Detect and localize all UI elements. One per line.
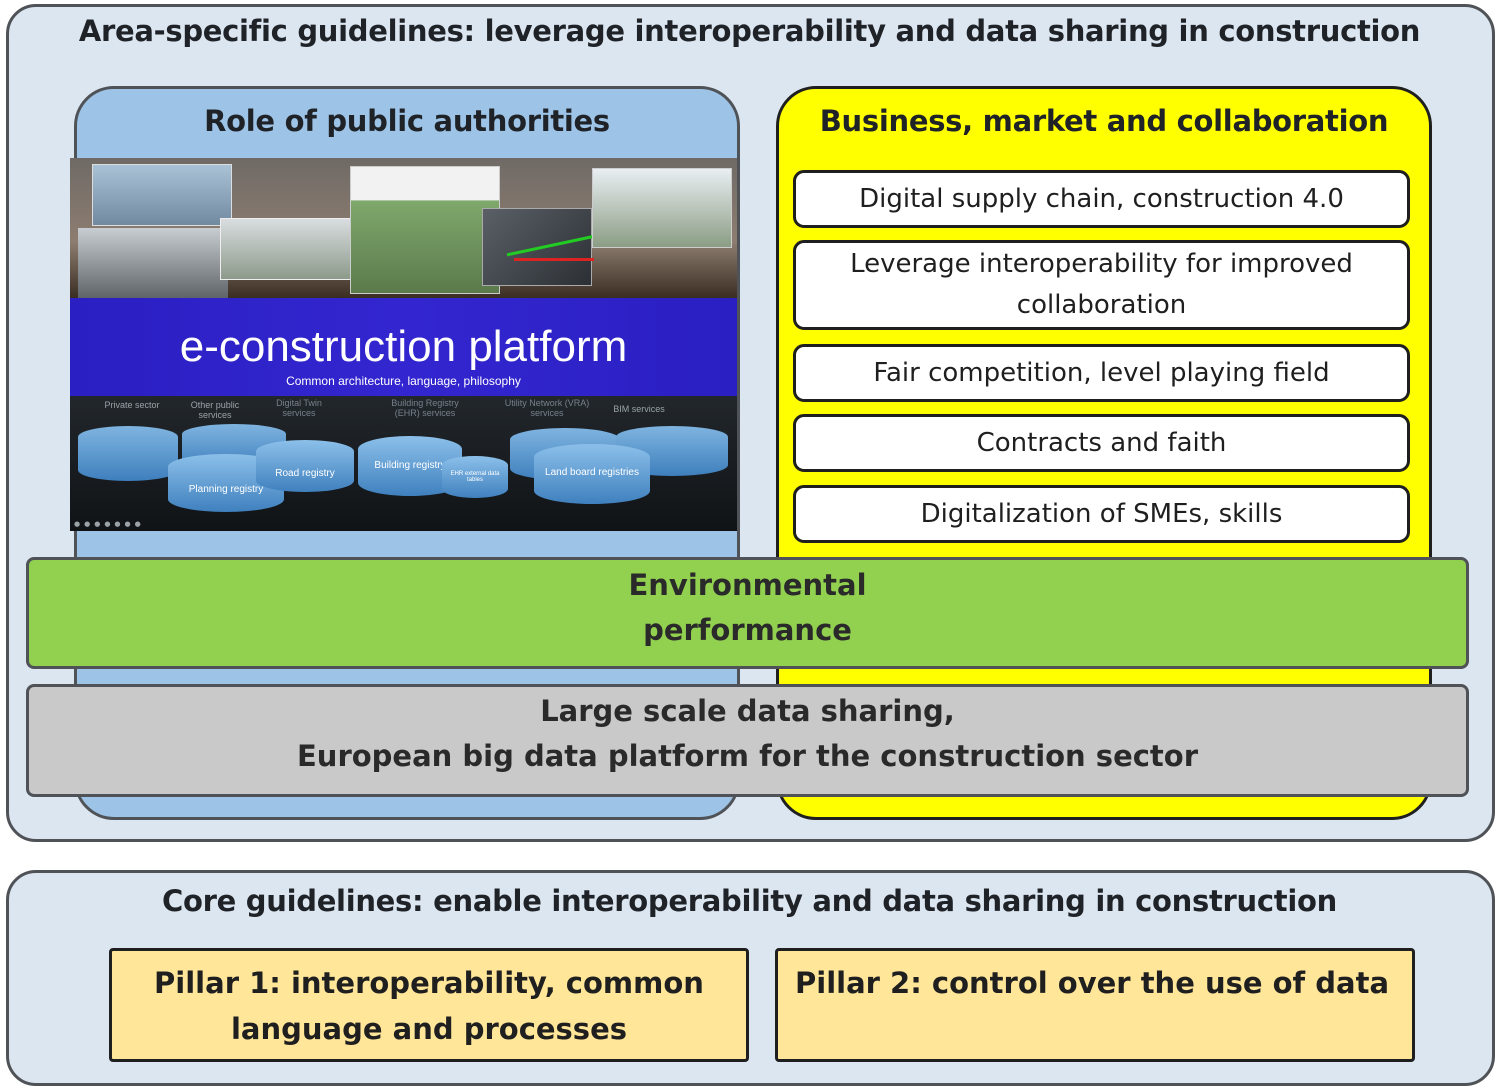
map-app-screenshot	[350, 166, 500, 294]
business-item-fair-competition: Fair competition, level playing field	[793, 344, 1410, 402]
platform-subtitle: Common architecture, language, philosoph…	[286, 374, 521, 388]
registry-cylinder-ehr	[442, 456, 508, 498]
utility-line-red	[514, 258, 594, 261]
registry-label: Planning registry	[188, 484, 264, 495]
service-label: Building Registry (EHR) services	[391, 398, 459, 418]
environmental-line-1: Environmental	[628, 568, 867, 602]
business-item-digital-supply-chain: Digital supply chain, construction 4.0	[793, 170, 1410, 228]
service-label: Digital Twin services	[276, 398, 322, 418]
environmental-performance-bar	[26, 557, 1469, 669]
registry-cylinder-road	[256, 440, 354, 492]
registry-label: Road registry	[275, 468, 335, 479]
registry-label: EHR external data tables	[450, 471, 500, 483]
pillar-2-box: Pillar 2: control over the use of data	[775, 948, 1415, 1062]
registry-label: Building registry	[374, 460, 446, 471]
environmental-line-2: performance	[643, 613, 852, 647]
service-label: Utility Network (VRA) services	[504, 398, 590, 418]
pillar-2-label: Pillar 2: control over the use of data	[795, 966, 1390, 1000]
model-screenshot	[92, 164, 232, 226]
platform-band	[70, 298, 737, 396]
public-authorities-title: Role of public authorities	[204, 104, 610, 138]
pillar-1-line-2: language and processes	[230, 1012, 628, 1046]
area-guidelines-title: Area-specific guidelines: leverage inter…	[78, 14, 1421, 48]
platform-title: e-construction platform	[179, 322, 628, 371]
business-item-contracts: Contracts and faith	[793, 414, 1410, 472]
data-sharing-bar	[26, 684, 1469, 797]
service-label: Private sector	[104, 400, 160, 410]
core-guidelines-title: Core guidelines: enable interoperability…	[162, 884, 1337, 918]
slideshow-controls-icon: ●●●●●●●	[74, 520, 145, 528]
e-construction-platform-image: e-construction platform Common architect…	[70, 158, 737, 531]
city-render-screenshot	[220, 218, 370, 280]
data-sharing-line-1: Large scale data sharing,	[540, 694, 955, 728]
service-label: Other public services	[190, 400, 240, 420]
pillar-1-box: Pillar 1: interoperability, common langu…	[109, 948, 749, 1062]
data-sharing-line-2: European big data platform for the const…	[296, 739, 1199, 773]
business-item-sme-digitalization: Digitalization of SMEs, skills	[793, 485, 1410, 543]
registry-cylinder-land-board	[534, 444, 650, 504]
service-label: BIM services	[613, 404, 665, 414]
vr-user-photo	[78, 228, 228, 298]
bim-building-screenshot	[592, 168, 732, 248]
business-item-interoperability-collaboration: Leverage interoperability for improved c…	[793, 240, 1410, 330]
business-market-title: Business, market and collaboration	[819, 104, 1389, 138]
registry-cylinder	[78, 426, 178, 481]
pillar-1-line-1: Pillar 1: interoperability, common	[154, 966, 704, 1000]
registry-label: Land board registries	[545, 467, 639, 478]
